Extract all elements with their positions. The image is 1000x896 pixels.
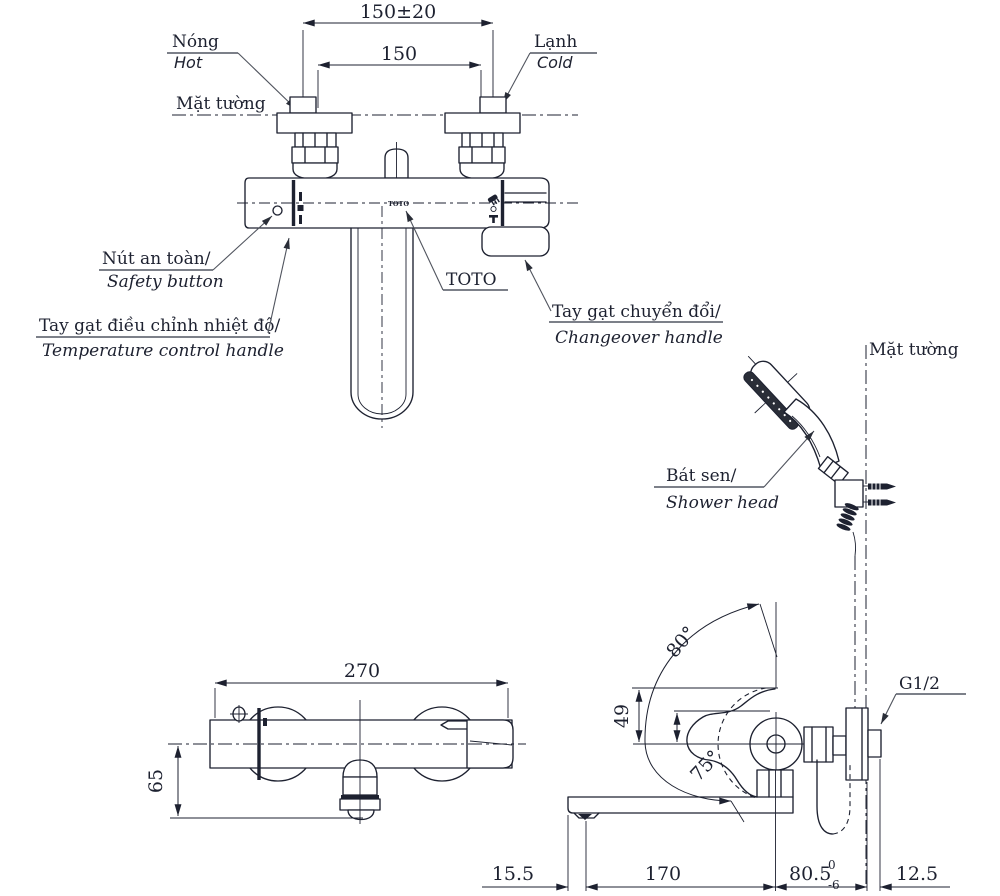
dim-49-text: 49 xyxy=(611,704,633,728)
temp-label-vi: Tay gạt điều chỉnh nhiệt độ/ xyxy=(39,316,281,336)
temperature-handle-label: Tay gạt điều chỉnh nhiệt độ/ Temperature… xyxy=(36,237,290,361)
shower-label-vi: Bát sen/ xyxy=(666,466,737,486)
dim-150-text: 150 xyxy=(381,43,417,65)
handle-index-mark xyxy=(263,718,267,726)
dim-155-text: 15.5 xyxy=(492,863,534,885)
g12-stub xyxy=(867,729,882,758)
shower-holder xyxy=(834,479,896,508)
dim-65: 65 xyxy=(145,745,363,819)
cold-label-vi: Lạnh xyxy=(534,32,577,52)
hot-supply-connector xyxy=(276,90,353,180)
dim-150-tolerance: 150±20 xyxy=(302,1,494,95)
cold-label: Lạnh Cold xyxy=(502,32,597,104)
safety-button-top xyxy=(230,705,248,723)
shower-label-en: Shower head xyxy=(666,493,779,513)
safety-button-label: Nút an toàn/ Safety button xyxy=(99,215,273,292)
temp-label-en: Temperature control handle xyxy=(42,341,284,361)
g12-text: G1/2 xyxy=(899,674,940,694)
front-view: 150±20 150 Mặt tường Nóng Hot Lạnh Cold xyxy=(36,1,723,428)
top-view: 270 65 xyxy=(145,660,526,824)
connector-pipe xyxy=(832,735,847,756)
safety-label-en: Safety button xyxy=(107,272,224,292)
dim-49: 49 xyxy=(611,687,778,743)
hot-label-en: Hot xyxy=(174,53,203,72)
side-view: Mặt tường xyxy=(482,340,966,892)
hex-adapter xyxy=(803,726,834,763)
dim-150: 150 xyxy=(317,43,482,108)
toto-logo-mark: TOTO xyxy=(388,200,409,208)
changeover-label-vi: Tay gạt chuyển đổi/ xyxy=(552,302,721,322)
side-wall-label: Mặt tường xyxy=(869,340,959,360)
cold-label-en: Cold xyxy=(537,53,573,72)
wall-screw-top xyxy=(868,483,896,490)
spout-mode-icon xyxy=(489,215,498,223)
spout-arm-side xyxy=(567,796,794,820)
hot-label: Nóng Hot xyxy=(167,32,297,110)
off-position-icon xyxy=(490,205,497,213)
dim-805-sup: 0 xyxy=(828,858,836,872)
safety-button xyxy=(272,205,283,216)
brand-label: TOTO xyxy=(405,210,508,291)
cold-supply-connector xyxy=(444,90,521,180)
dim-150-tolerance-text: 150±20 xyxy=(360,1,436,23)
faucet-body-front: TOTO xyxy=(237,177,580,257)
brand-text: TOTO xyxy=(446,270,497,290)
spout-front xyxy=(350,206,414,428)
wall-flange xyxy=(845,707,869,781)
temperature-scale-ticks xyxy=(297,192,304,224)
g12-label: G1/2 xyxy=(880,674,966,725)
dim-125-text: 12.5 xyxy=(896,863,938,885)
end-cap-top xyxy=(466,719,514,769)
angle-up-text: 80° xyxy=(662,622,701,662)
hose-u-bend xyxy=(816,759,851,835)
dim-270-text: 270 xyxy=(344,660,380,682)
pivot-assembly xyxy=(744,707,882,798)
shower-hose-nut xyxy=(817,456,849,486)
spout-connector-top xyxy=(339,758,381,824)
dim-805-text: 80.5 xyxy=(789,863,831,885)
shower-head-label: Bát sen/ Shower head xyxy=(654,430,815,513)
changeover-handle-front xyxy=(481,226,550,257)
hot-label-vi: Nóng xyxy=(172,32,219,52)
wall-screw-bottom xyxy=(868,499,896,506)
changeover-handle-label: Tay gạt chuyển đổi/ Changeover handle xyxy=(524,259,723,348)
safety-label-vi: Nút an toàn/ xyxy=(102,249,211,269)
bottom-dimension-chain: 15.5 170 80.5 0 -6 12.5 xyxy=(482,759,950,892)
changeover-label-en: Changeover handle xyxy=(555,328,723,348)
dim-805-sub: -6 xyxy=(828,878,840,892)
dim-65-text: 65 xyxy=(145,769,167,793)
dim-170-text: 170 xyxy=(645,863,681,885)
spout-joint-block xyxy=(756,769,794,798)
handle-angle-dimension: 80° 75° xyxy=(633,602,778,823)
front-wall-label: Mặt tường xyxy=(176,94,266,114)
dim-270: 270 xyxy=(214,660,509,718)
